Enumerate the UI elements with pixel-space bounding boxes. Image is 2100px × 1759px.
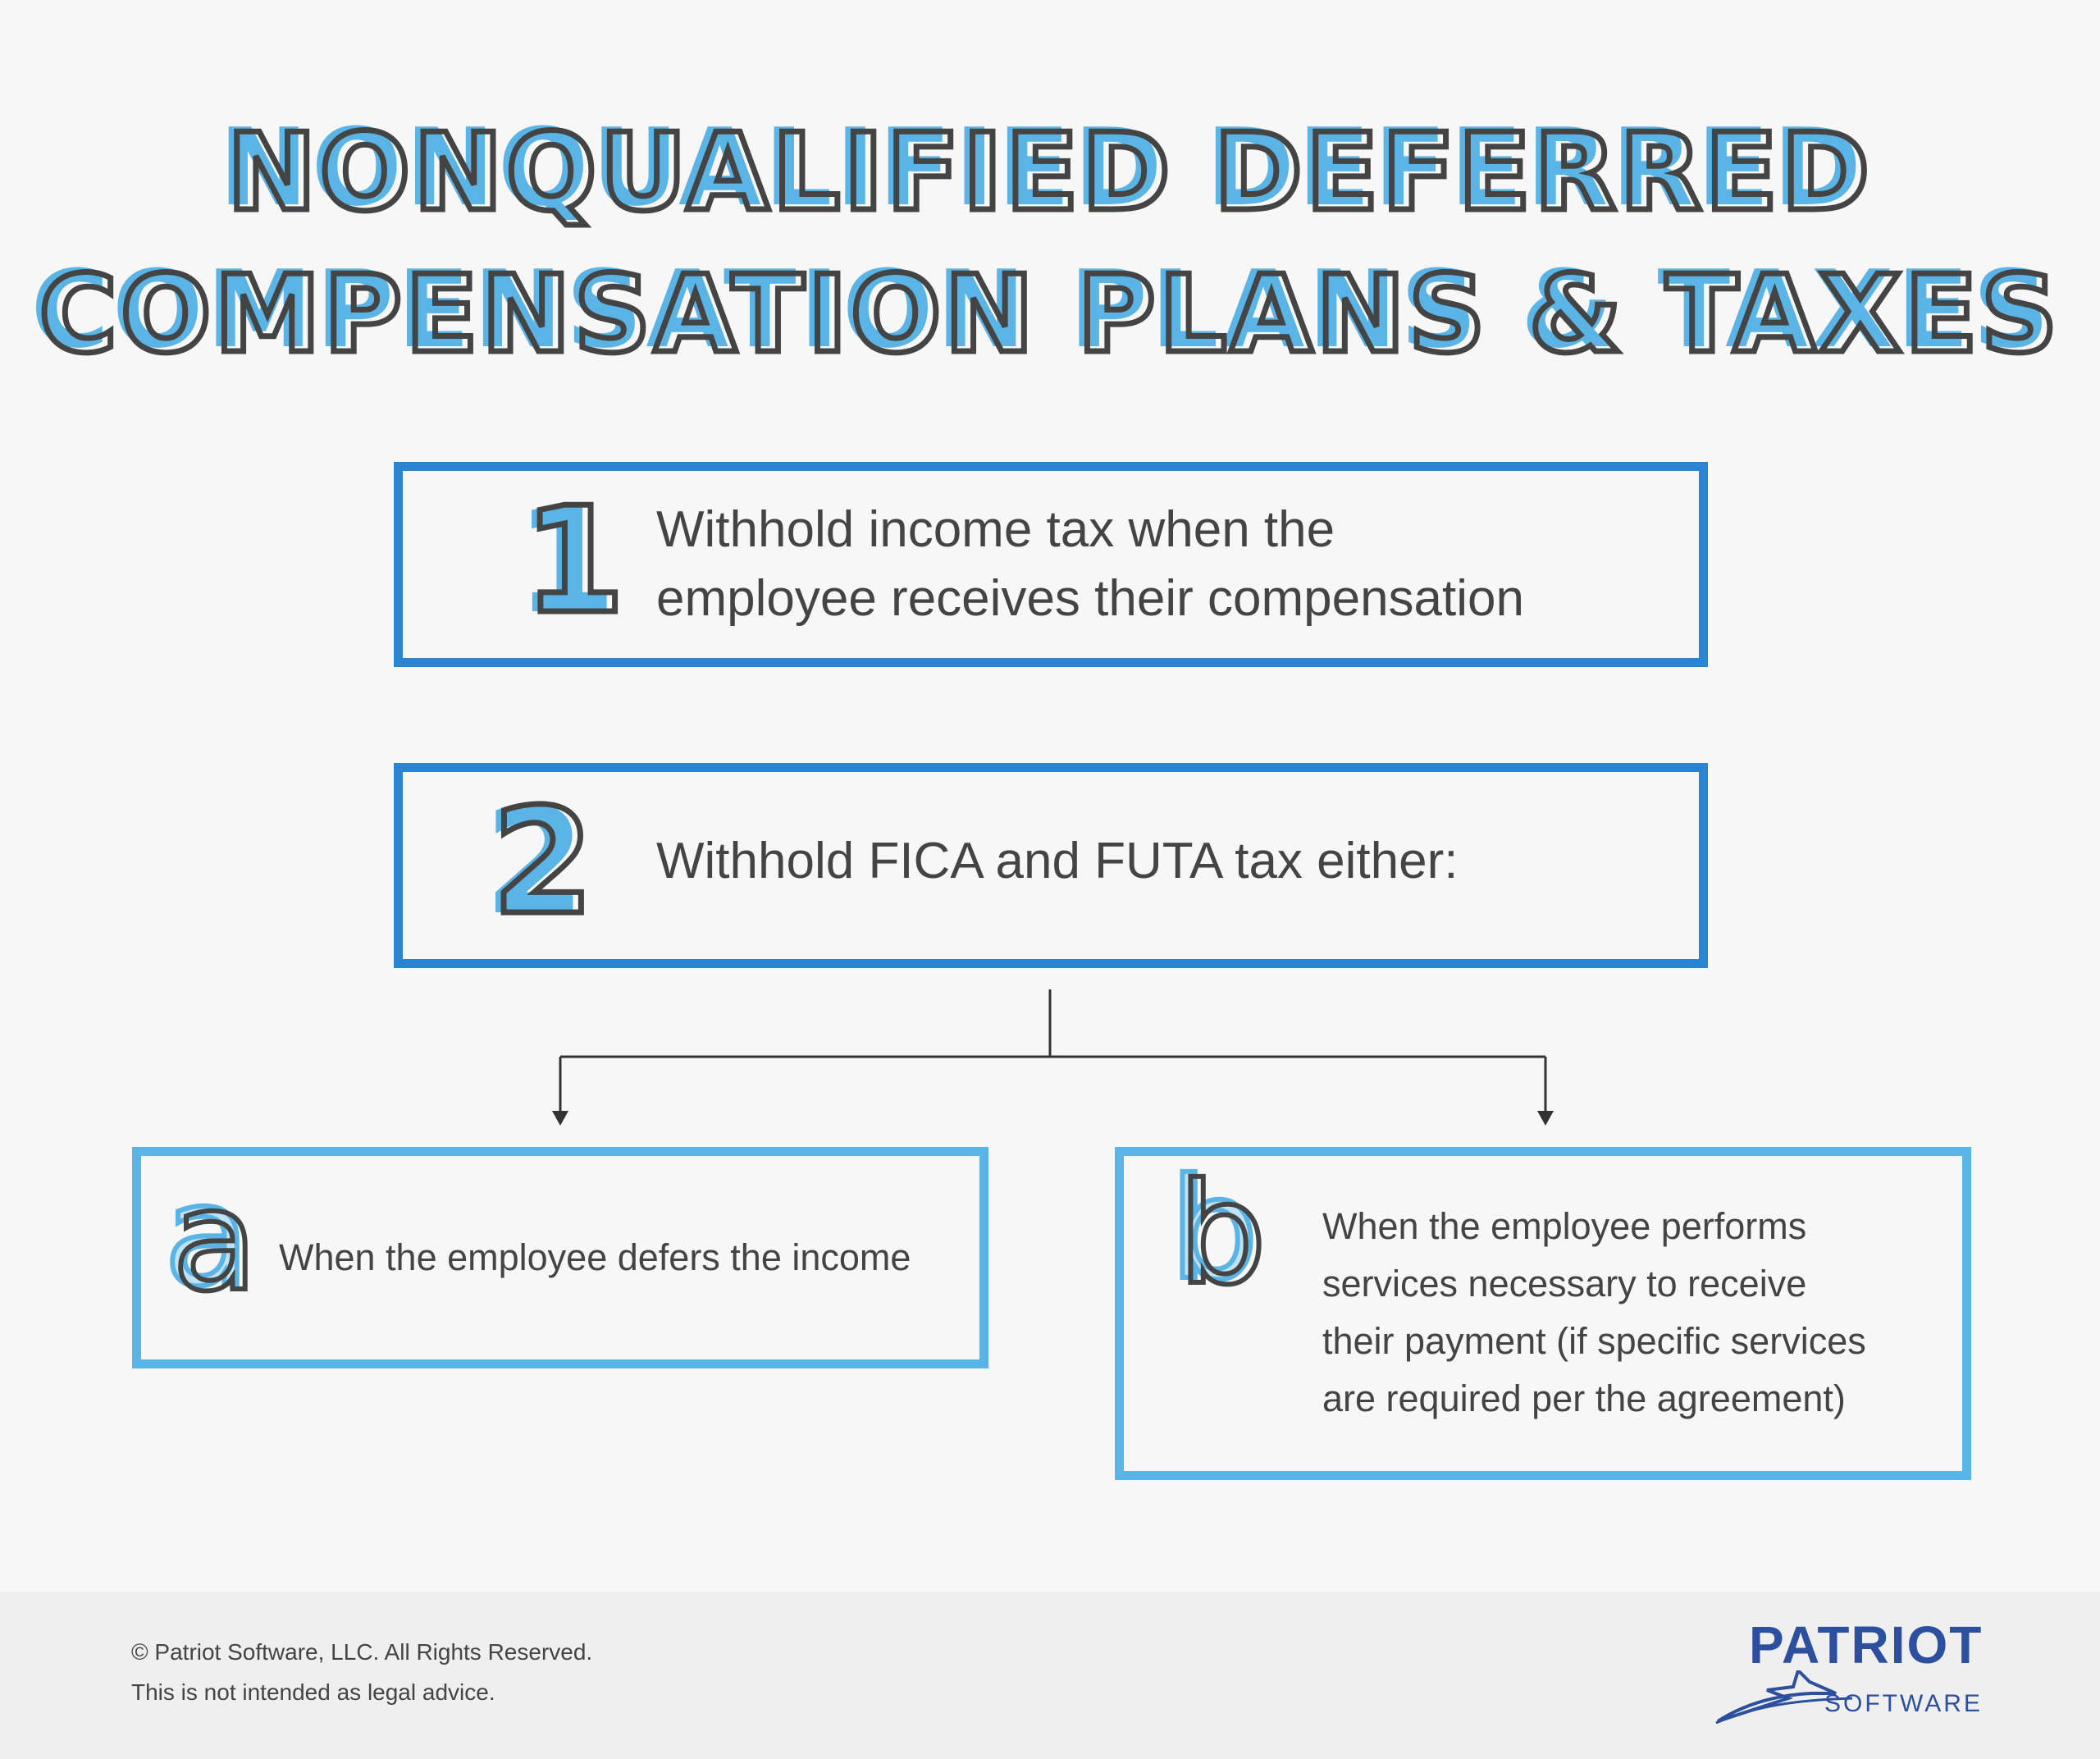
step-1-text: Withhold income tax when the employee re…	[656, 496, 1524, 633]
logo-name: PATRIOT	[1749, 1615, 1984, 1674]
option-b-text-line-2: services necessary to receive	[1322, 1263, 1807, 1304]
option-a-text: When the employee defers the income	[279, 1229, 911, 1286]
title-line-1: NONQUALIFIED DEFERRED NONQUALIFIED DEFER…	[218, 105, 1874, 237]
star-swoosh-icon	[1715, 1670, 1853, 1725]
step-1-number: 1 1	[515, 476, 628, 646]
title-text-1: NONQUALIFIED DEFERRED	[224, 108, 1874, 237]
option-a-box	[132, 1147, 988, 1368]
footer-disclaimer: This is not intended as legal advice.	[131, 1679, 495, 1705]
option-b-text: When the employee performs services nece…	[1322, 1198, 1866, 1428]
title-text-2: COMPENSATION PLANS & TAXES	[36, 250, 2061, 379]
option-b-box	[1115, 1147, 1971, 1480]
footer-copyright: © Patriot Software, LLC. All Rights Rese…	[131, 1639, 593, 1665]
step-2-text: Withhold FICA and FUTA tax either:	[656, 827, 1458, 896]
step-1-text-line-2: employee receives their compensation	[656, 570, 1524, 627]
option-a-text-line-1: When the employee defers the income	[279, 1236, 911, 1278]
arrow-down-icon-right	[1537, 1111, 1554, 1126]
option-b-letter: b b	[1167, 1149, 1269, 1316]
logo-sub: SOFTWARE	[1824, 1690, 1983, 1717]
title-line-2: COMPENSATION PLANS & TAXES COMPENSATION …	[30, 247, 2061, 379]
arrow-down-icon-left	[552, 1111, 568, 1126]
footer	[0, 1592, 2100, 1759]
option-b-text-line-4: are required per the agreement)	[1322, 1378, 1846, 1419]
step-2-text-line-1: Withhold FICA and FUTA tax either:	[656, 833, 1459, 889]
step-2-number: 2 2	[484, 777, 596, 947]
step-2-box	[394, 763, 1708, 968]
option-a-letter: a a	[162, 1155, 260, 1323]
option-b-text-line-1: When the employee performs	[1322, 1205, 1807, 1247]
option-b-text-line-3: their payment (if specific services	[1322, 1320, 1866, 1362]
step-1-box	[394, 462, 1708, 667]
step-1-text-line-1: Withhold income tax when the	[656, 501, 1335, 558]
